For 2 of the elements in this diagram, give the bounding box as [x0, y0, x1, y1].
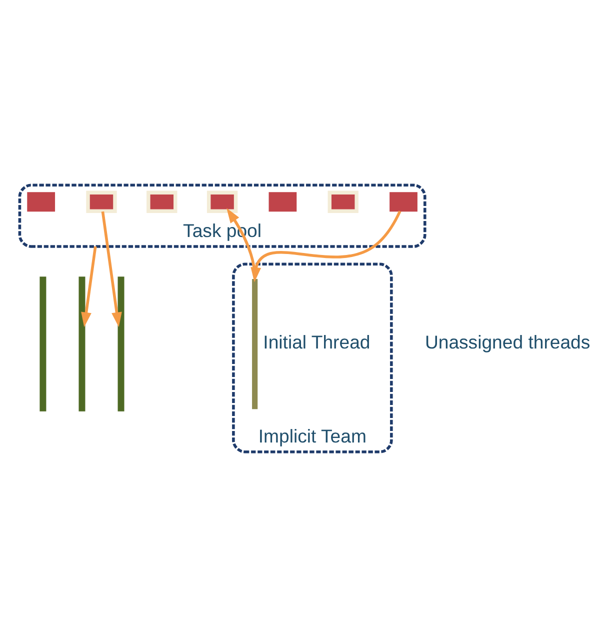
label: Unassigned threads — [424, 332, 590, 353]
node-label: Initial Thread — [263, 332, 370, 353]
